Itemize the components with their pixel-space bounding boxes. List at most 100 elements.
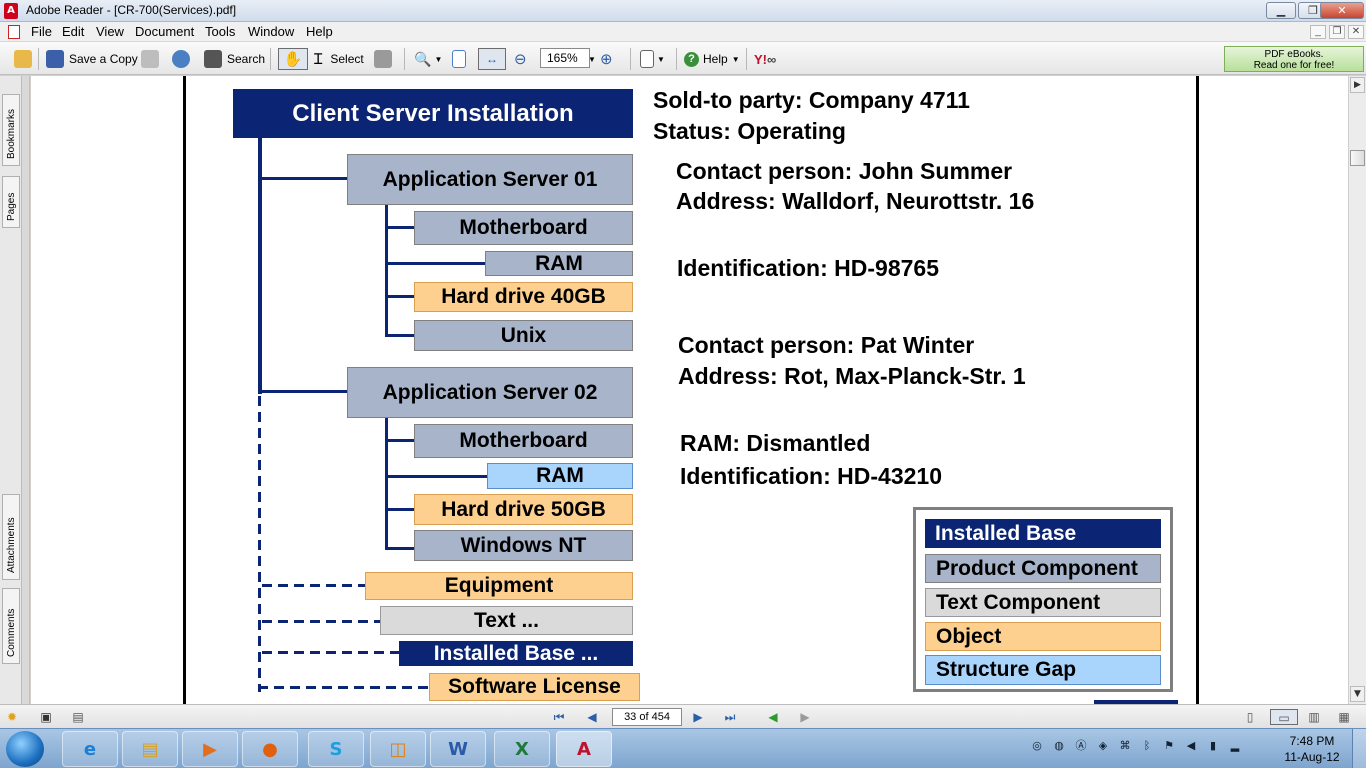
continuous-facing-icon[interactable]: ▦	[1338, 710, 1350, 724]
root-installation-box[interactable]: Client Server Installation	[233, 89, 633, 138]
connector-hd2	[385, 508, 415, 511]
save-icon	[46, 50, 64, 68]
hard-drive-40gb-box[interactable]: Hard drive 40GB	[414, 282, 633, 312]
outlook-icon[interactable]: ◫	[370, 731, 426, 767]
pages-tab[interactable]: Pages	[2, 176, 20, 228]
menu-view[interactable]: View	[96, 24, 124, 39]
bluetooth-icon[interactable]: ᛒ	[1143, 739, 1151, 752]
search-button[interactable]: Search	[204, 48, 265, 70]
rotate-button[interactable]: ▼	[640, 48, 665, 70]
email-button[interactable]	[172, 48, 190, 70]
pdf-ebooks-promo[interactable]: PDF eBooks. Read one for free!	[1224, 46, 1364, 72]
internet-explorer-icon[interactable]: e	[62, 731, 118, 767]
document-properties-icon[interactable]: ▤	[72, 710, 84, 724]
text-component-box[interactable]: Text ...	[380, 606, 633, 635]
skype-icon[interactable]: S	[308, 731, 364, 767]
page-number-input[interactable]: 33 of 454	[612, 708, 682, 726]
motherboard-1-box[interactable]: Motherboard	[414, 211, 633, 245]
menu-window[interactable]: Window	[248, 24, 295, 39]
fit-height-button[interactable]	[452, 48, 466, 70]
page-layout-icon[interactable]: ▣	[40, 710, 52, 724]
scroll-right-arrow-icon[interactable]: ▶	[1350, 77, 1365, 93]
equipment-box[interactable]: Equipment	[365, 572, 633, 600]
installed-base-sub-box[interactable]: Installed Base ...	[399, 641, 633, 666]
media-player-icon[interactable]: ▶	[182, 731, 238, 767]
adobe-reader-task-icon[interactable]: A	[556, 731, 612, 767]
fit-width-button[interactable]: ↔	[478, 48, 506, 70]
close-button[interactable]: ✕	[1320, 2, 1364, 19]
application-server-02-box[interactable]: Application Server 02	[347, 367, 633, 418]
ram-1-box[interactable]: RAM	[485, 251, 633, 276]
attachments-tab[interactable]: Attachments	[2, 494, 20, 580]
next-page-button[interactable]: ▶	[693, 710, 703, 724]
hand-icon: ✋	[283, 51, 303, 68]
scroll-down-arrow-icon[interactable]: ▼	[1350, 686, 1365, 702]
firefox-icon[interactable]: ●	[242, 731, 298, 767]
unix-box[interactable]: Unix	[414, 320, 633, 351]
ram-2-box[interactable]: RAM	[487, 463, 633, 489]
doc-restore-button[interactable]: ❐	[1329, 25, 1345, 39]
zoom-in-button[interactable]: ⊕	[600, 48, 613, 70]
devices-icon[interactable]: ⌘	[1119, 739, 1131, 752]
yahoo-button[interactable]: Y!∞	[754, 48, 776, 70]
vertical-scrollbar[interactable]: ▶ ▼	[1348, 76, 1366, 704]
doc-minimize-button[interactable]: _	[1310, 25, 1326, 39]
doc-close-button[interactable]: ✕	[1348, 25, 1364, 39]
zoom-level-input[interactable]: 165%	[540, 48, 590, 68]
security-icon[interactable]: ◈	[1098, 739, 1108, 752]
hand-tool-button[interactable]: ✋	[278, 48, 308, 70]
chat-icon[interactable]: ◍	[1054, 739, 1064, 752]
signal-icon[interactable]: ▂	[1230, 739, 1240, 752]
show-desktop-button[interactable]	[1352, 729, 1366, 768]
motherboard-2-box[interactable]: Motherboard	[414, 424, 633, 458]
menu-edit[interactable]: Edit	[62, 24, 85, 39]
comments-tab[interactable]: Comments	[2, 588, 20, 664]
minimize-button[interactable]: ▁	[1266, 2, 1296, 19]
battery-icon[interactable]: ▮	[1209, 739, 1217, 752]
scrollbar-thumb[interactable]	[1350, 150, 1365, 166]
legend-installed-base: Installed Base	[925, 519, 1161, 548]
open-button[interactable]	[14, 48, 32, 70]
zoom-tool-button[interactable]: 🔍▼	[414, 48, 442, 70]
single-page-icon[interactable]: ▯	[1246, 710, 1254, 724]
application-server-01-box[interactable]: Application Server 01	[347, 154, 633, 205]
word-icon[interactable]: W	[430, 731, 486, 767]
windows-nt-box[interactable]: Windows NT	[414, 530, 633, 561]
menu-help[interactable]: Help	[306, 24, 333, 39]
menu-document[interactable]: Document	[135, 24, 195, 39]
go-forward-icon[interactable]: ▶	[800, 710, 810, 724]
software-license-box[interactable]: Software License	[429, 673, 640, 701]
network-icon[interactable]: ◎	[1032, 739, 1042, 752]
panel-resize-handle[interactable]	[22, 76, 30, 704]
toolbar-separator	[746, 48, 747, 70]
help-button[interactable]: ?Help▼	[684, 48, 740, 70]
snapshot-button[interactable]	[374, 48, 392, 70]
clock[interactable]: 7:48 PM 11-Aug-12	[1282, 733, 1342, 765]
go-back-icon[interactable]: ◀	[768, 710, 778, 724]
menu-tools[interactable]: Tools	[205, 24, 236, 39]
last-page-button[interactable]: ⏭	[724, 710, 736, 724]
facing-pages-icon[interactable]: ▥	[1308, 710, 1320, 724]
flag-icon[interactable]: ⚑	[1164, 739, 1174, 752]
continuous-page-icon[interactable]: ▭	[1270, 709, 1298, 725]
previous-page-button[interactable]: ◀	[587, 710, 597, 724]
excel-icon[interactable]: X	[494, 731, 550, 767]
acrobat-tray-icon[interactable]: Ⓐ	[1075, 739, 1087, 752]
menu-file[interactable]: File	[31, 24, 52, 39]
binoculars-icon: ∞	[767, 51, 777, 67]
print-button[interactable]	[141, 48, 159, 70]
file-explorer-icon[interactable]: ▤	[122, 731, 178, 767]
start-button[interactable]	[6, 731, 44, 767]
zoom-dropdown-arrow[interactable]: ▼	[588, 48, 596, 70]
bookmarks-tab[interactable]: Bookmarks	[2, 94, 20, 166]
volume-icon[interactable]: ◀	[1186, 739, 1196, 752]
zoom-out-button[interactable]: ⊖	[514, 48, 527, 70]
connector-equipment	[262, 584, 366, 587]
title-bar: A Adobe Reader - [CR-700(Services).pdf] …	[0, 0, 1366, 22]
first-page-button[interactable]: ⏮	[553, 710, 565, 724]
address-1-text: Address: Walldorf, Neurottstr. 16	[676, 188, 1035, 214]
page-edge-left	[183, 76, 186, 704]
hard-drive-50gb-box[interactable]: Hard drive 50GB	[414, 494, 633, 525]
save-copy-button[interactable]: Save a Copy	[46, 48, 138, 70]
